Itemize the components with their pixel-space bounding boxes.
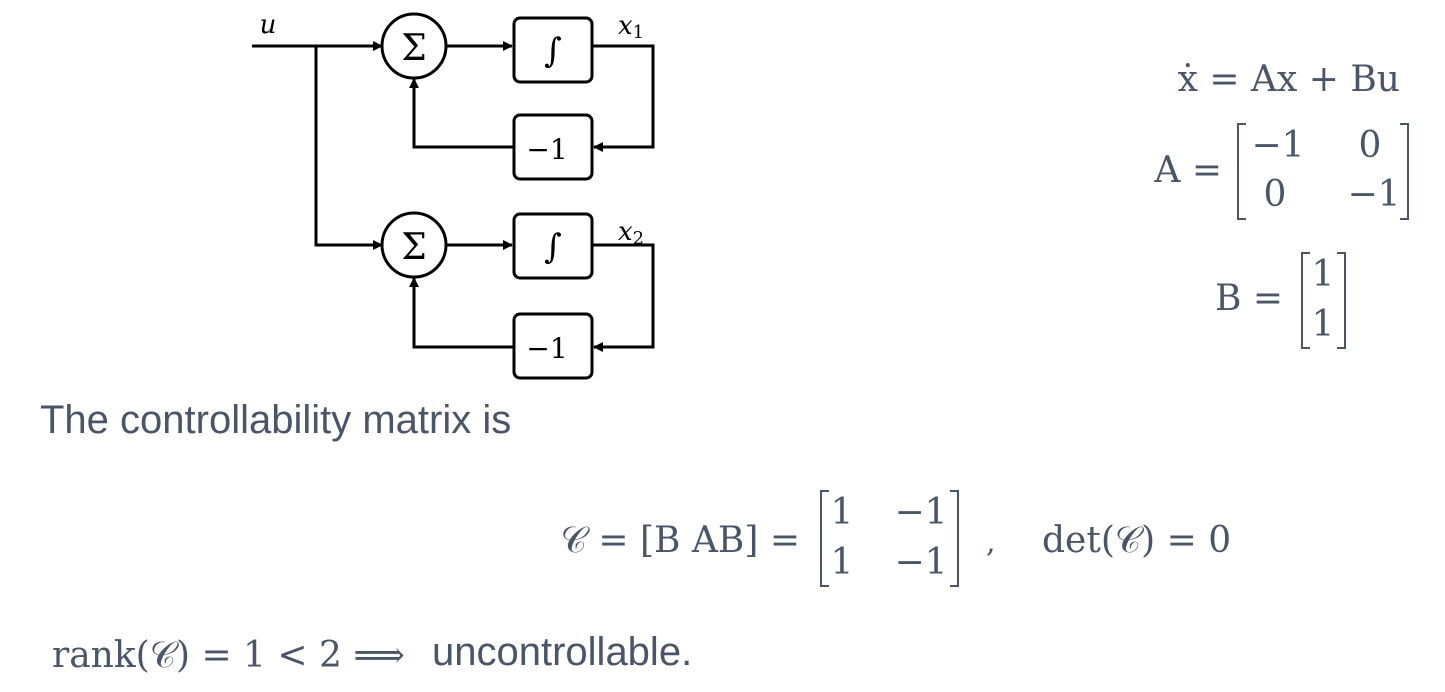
- gain-to-sum-2-line: [409, 277, 514, 349]
- integral-symbol-1: ∫: [544, 31, 562, 71]
- state-equation: ẋ = Ax + Bu: [1178, 59, 1400, 100]
- controllability-definition: 𝒞 = [B AB] =: [561, 520, 800, 561]
- sum-symbol-2: Σ: [401, 227, 426, 268]
- integral-symbol-2: ∫: [544, 227, 562, 267]
- matrix-a-cell: −1: [1251, 125, 1304, 166]
- state-label-x1: x1: [618, 11, 644, 43]
- state-label-x2: x2: [618, 217, 644, 249]
- determinant-expression: det(𝒞) = 0: [1042, 520, 1231, 561]
- integrator-block-1: [512, 16, 594, 84]
- controllability-matrix-cell: 1: [831, 542, 854, 583]
- matrix-b-brackets: [1301, 252, 1346, 349]
- controllability-matrix-cell: −1: [894, 492, 947, 533]
- sum-symbol-1: Σ: [401, 28, 426, 69]
- matrix-b: 1 1: [1312, 254, 1335, 345]
- matrix-a-cell: 0: [1359, 125, 1382, 166]
- gain-to-sum-1-line: [409, 78, 514, 149]
- controllability-matrix: 1 −1 1 −1: [831, 492, 948, 583]
- gain-label-1: −1: [526, 133, 567, 166]
- matrix-b-cell: 1: [1312, 254, 1335, 295]
- matrix-a: −1 0 0 −1: [1251, 125, 1400, 215]
- gain-label-2: −1: [526, 332, 567, 365]
- matrix-a-prefix: A =: [1153, 150, 1222, 191]
- controllability-matrix-brackets: [820, 490, 959, 587]
- matrix-a-cell: −1: [1347, 174, 1400, 215]
- controllability-comma: ,: [986, 525, 996, 560]
- matrix-b-cell: 1: [1312, 304, 1335, 345]
- controllability-matrix-cell: 1: [831, 492, 854, 533]
- feedback-line-2: [592, 243, 655, 352]
- feedback-line-1: [592, 44, 655, 152]
- input-label-u: u: [260, 10, 277, 40]
- matrix-b-prefix: B =: [1215, 278, 1283, 319]
- rank-expression: rank(𝒞) = 1 < 2 ⟹: [52, 635, 405, 676]
- matrix-a-cell: 0: [1264, 174, 1287, 215]
- matrix-a-brackets: [1237, 123, 1409, 220]
- controllability-intro-text: The controllability matrix is: [40, 398, 512, 442]
- conclusion-text: uncontrollable.: [432, 630, 693, 674]
- controllability-matrix-cell: −1: [894, 542, 947, 583]
- input-branch-lines: [252, 41, 383, 250]
